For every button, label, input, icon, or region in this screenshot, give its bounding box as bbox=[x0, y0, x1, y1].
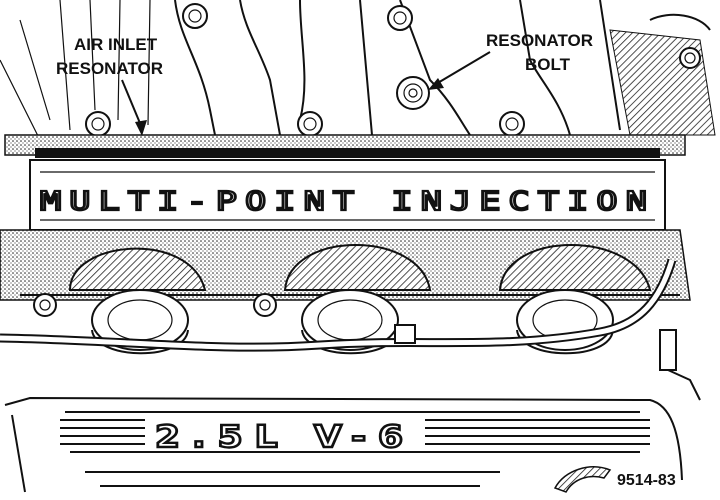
air-inlet-leader-arrow bbox=[121, 79, 147, 136]
resonator-bolt-leader-arrow bbox=[428, 51, 491, 90]
manifold-bolt-2 bbox=[182, 3, 208, 29]
resonator-bolt bbox=[396, 76, 430, 110]
resonator-bolt-label-line1: RESONATOR bbox=[486, 31, 593, 50]
manifold-bolt-1 bbox=[85, 111, 111, 137]
air-inlet-label-line2: RESONATOR bbox=[56, 59, 163, 78]
air-inlet-resonator-label: AIR INLET RESONATOR bbox=[56, 35, 163, 78]
manifold-bolt-5 bbox=[499, 111, 525, 137]
manifold-bolt-6 bbox=[679, 47, 701, 69]
cover-badge-text: 2.5L V-6 bbox=[155, 420, 415, 455]
resonator-mount-bolt-left bbox=[33, 293, 57, 317]
manifold-bolt-4 bbox=[387, 5, 413, 31]
air-inlet-resonator: MULTI-POINT INJECTION bbox=[0, 134, 691, 301]
curved-arrow-icon bbox=[553, 466, 612, 493]
injector-wiring-harness bbox=[0, 258, 701, 401]
resonator-bolt-label: RESONATOR BOLT bbox=[486, 31, 593, 74]
resonator-casting-text: MULTI-POINT INJECTION bbox=[40, 187, 655, 217]
engine-cover: 2.5L V-6 bbox=[4, 396, 683, 493]
resonator-bolt-label-line2: BOLT bbox=[525, 55, 571, 74]
resonator-mount-bolt-mid bbox=[253, 293, 277, 317]
manifold-bolt-3 bbox=[297, 111, 323, 137]
figure-id: 9514-83 bbox=[617, 472, 676, 489]
air-inlet-label-line1: AIR INLET bbox=[74, 35, 158, 54]
